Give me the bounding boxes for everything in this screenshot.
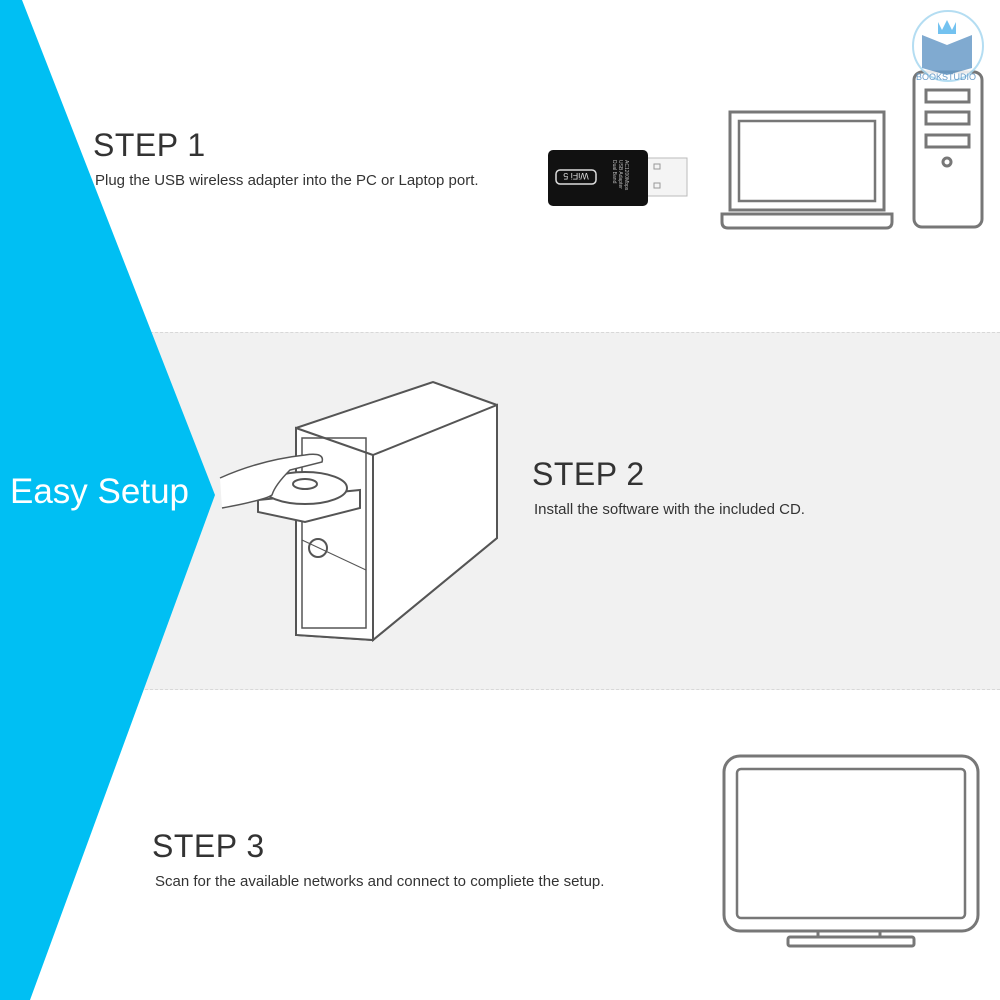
step1-title: STEP 1 (93, 127, 206, 163)
step3-description: Scan for the available networks and conn… (155, 873, 605, 890)
svg-text:USB Adapter: USB Adapter (617, 160, 623, 189)
logo-text: BOOKSTUDIO (916, 72, 977, 82)
svg-text:WiFi 5: WiFi 5 (563, 171, 589, 181)
step3-title: STEP 3 (152, 828, 265, 864)
laptop-icon (720, 110, 894, 230)
pc-tower-icon (912, 70, 984, 229)
svg-text:AC1200Mbps: AC1200Mbps (623, 160, 629, 191)
step2-description: Install the software with the included C… (534, 501, 805, 518)
easy-setup-label: Easy Setup (10, 472, 189, 511)
easy-setup-banner-shape (0, 0, 215, 1000)
bookstudio-logo (912, 10, 984, 82)
monitor-icon (722, 754, 980, 948)
step2-title: STEP 2 (532, 456, 645, 492)
usb-adapter-image: WiFi 5 Dual Band USB Adapter AC1200Mbps (548, 150, 688, 206)
svg-text:Dual Band: Dual Band (611, 160, 617, 184)
pc-with-cd-illustration (219, 380, 498, 643)
step1-description: Plug the USB wireless adapter into the P… (95, 172, 479, 189)
